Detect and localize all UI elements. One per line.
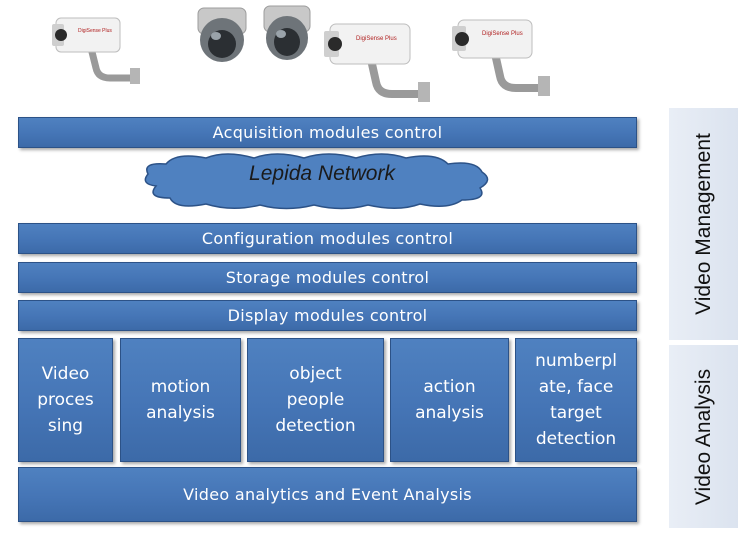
module-action-analysis: action analysis	[390, 338, 509, 462]
video-analytics-label: Video analytics and Event Analysis	[183, 485, 472, 504]
bullet-camera-icon: DigiSense Plus	[52, 17, 140, 84]
video-analysis-panel: Video Analysis	[669, 345, 738, 528]
storage-modules-label: Storage modules control	[225, 268, 430, 287]
acquisition-modules-bar: Acquisition modules control	[18, 117, 637, 148]
storage-modules-bar: Storage modules control	[18, 262, 637, 293]
module-line: proces	[37, 390, 94, 410]
lepida-network-cloud: Lepida Network	[144, 153, 489, 210]
video-analysis-label: Video Analysis	[691, 368, 715, 505]
module-line: people	[286, 390, 345, 410]
module-line: numberpl	[535, 351, 617, 371]
bullet-camera-icon: DigiSense Plus	[452, 19, 550, 96]
display-modules-label: Display modules control	[227, 306, 428, 325]
bullet-camera-icon: DigiSense Plus	[324, 23, 430, 102]
acquisition-modules-label: Acquisition modules control	[212, 123, 443, 142]
video-management-label: Video Management	[691, 133, 715, 315]
camera-brand-text: DigiSense Plus	[356, 36, 397, 42]
dome-camera-icon	[263, 5, 311, 60]
camera-brand-text: DigiSense Plus	[482, 31, 523, 37]
video-management-panel: Video Management	[669, 108, 738, 340]
module-line: analysis	[415, 403, 484, 423]
camera-brand-text: DigiSense Plus	[78, 28, 112, 34]
module-line: sing	[47, 416, 84, 436]
module-line: action	[423, 377, 476, 397]
module-line: motion	[150, 377, 211, 397]
module-line: ate, face	[538, 377, 614, 397]
lepida-network-label: Lepida Network	[249, 162, 396, 185]
display-modules-bar: Display modules control	[18, 300, 637, 331]
configuration-modules-bar: Configuration modules control	[18, 223, 637, 254]
module-video-processing: Video proces sing	[18, 338, 113, 462]
module-line: Video	[41, 364, 90, 384]
module-line: target	[550, 403, 602, 423]
module-motion-analysis: motion analysis	[120, 338, 241, 462]
module-line: analysis	[146, 403, 215, 423]
module-line: object	[289, 364, 342, 384]
module-numberplate-face-target-detection: numberpl ate, face target detection	[515, 338, 637, 462]
dome-camera-icon	[197, 7, 247, 62]
module-object-people-detection: object people detection	[247, 338, 384, 462]
video-analytics-event-analysis-bar: Video analytics and Event Analysis	[18, 467, 637, 522]
configuration-modules-label: Configuration modules control	[201, 229, 454, 248]
module-line: detection	[275, 416, 356, 436]
module-line: detection	[535, 429, 617, 449]
